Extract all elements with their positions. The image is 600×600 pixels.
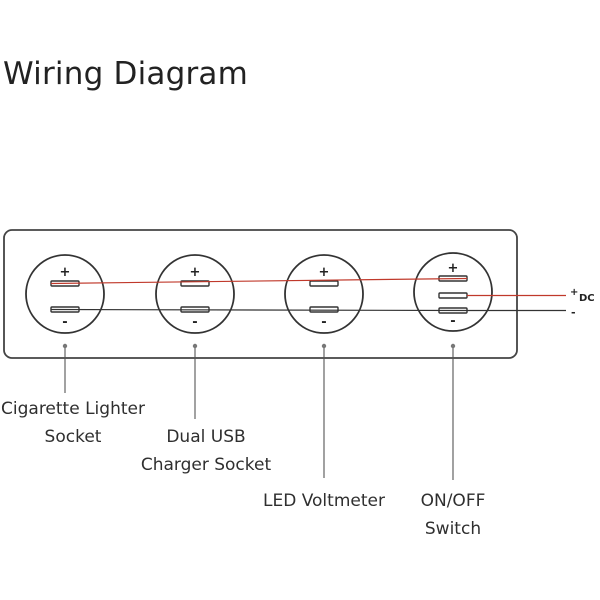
output-terminal bbox=[438, 292, 468, 299]
negative-sign: - bbox=[62, 315, 67, 330]
on-off-switch-label: ON/OFF Switch bbox=[420, 491, 486, 539]
cigarette-lighter-socket: + - bbox=[25, 254, 105, 393]
on-off-switch: + - bbox=[413, 252, 493, 480]
diagram-title: Wiring Diagram bbox=[3, 56, 249, 92]
socket-outline bbox=[284, 254, 364, 334]
dc-label: DC bbox=[579, 293, 595, 304]
leader-dot bbox=[62, 343, 68, 349]
positive-sign: + bbox=[190, 265, 201, 280]
positive-sign: + bbox=[319, 265, 330, 280]
dc-negative-sign: - bbox=[571, 306, 576, 319]
negative-sign: - bbox=[321, 315, 326, 330]
positive-bus-wire bbox=[50, 277, 468, 285]
leader-dot bbox=[192, 343, 198, 349]
positive-sign: + bbox=[448, 261, 459, 276]
positive-sign: + bbox=[60, 265, 71, 280]
socket-outline bbox=[25, 254, 105, 334]
switch-panel bbox=[3, 229, 518, 359]
leader-dot bbox=[450, 343, 456, 349]
negative-sign: - bbox=[450, 314, 455, 329]
switch-outline bbox=[413, 252, 493, 332]
cigarette-lighter-socket-label: Cigarette Lighter Socket bbox=[1, 399, 145, 447]
negative-terminal bbox=[309, 306, 339, 313]
leader-dot bbox=[321, 343, 327, 349]
dual-usb-charger-socket: + - bbox=[155, 254, 235, 419]
negative-sign: - bbox=[192, 315, 197, 330]
positive-terminal bbox=[309, 280, 339, 287]
led-voltmeter: + - bbox=[284, 254, 364, 478]
led-voltmeter-label: LED Voltmeter bbox=[263, 491, 385, 511]
socket-outline bbox=[155, 254, 235, 334]
negative-bus-wire bbox=[50, 308, 468, 312]
dc-positive-sign: + bbox=[570, 287, 578, 298]
dual-usb-charger-socket-label: Dual USB Charger Socket bbox=[140, 427, 272, 475]
